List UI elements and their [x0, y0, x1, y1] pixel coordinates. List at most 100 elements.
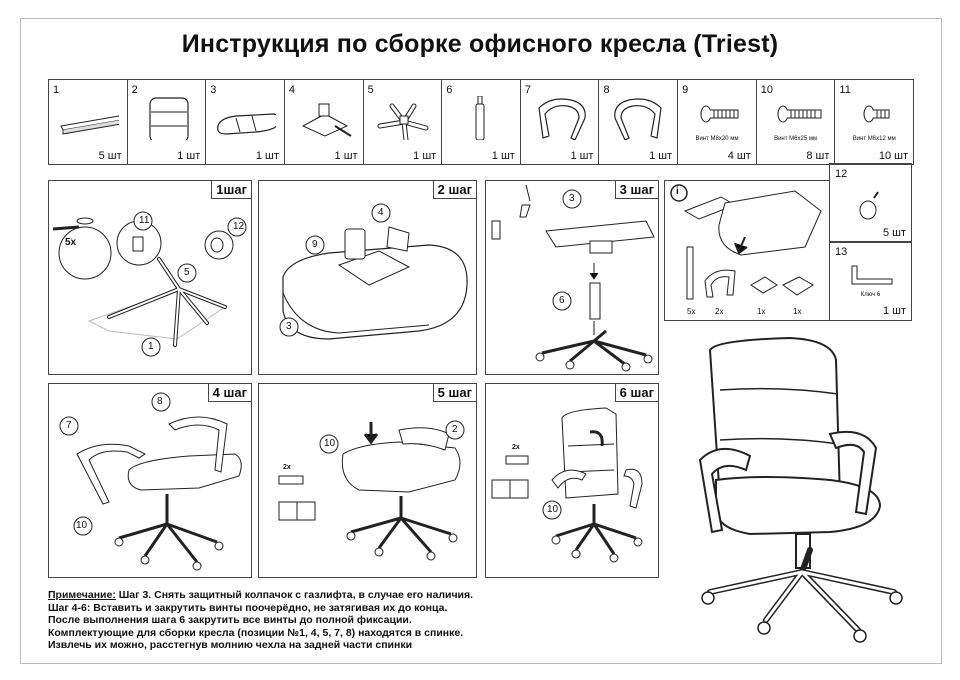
part-number: 7	[524, 84, 531, 96]
part-caption: Винт М6х12 мм	[852, 136, 896, 142]
step-1-panel: 11 12 5 1 5x 1шаг	[48, 180, 252, 375]
step-4-label: 4 шаг	[207, 384, 251, 402]
part-number: 9	[682, 84, 689, 96]
mechanism-icon	[301, 103, 352, 137]
step-3-illustration	[491, 184, 655, 372]
callout-7: 7	[66, 420, 72, 431]
caster-icon	[859, 191, 879, 220]
part-qty: 1 шт	[649, 150, 673, 162]
armrest-left-icon	[538, 98, 586, 140]
part-qty: 1 шт	[413, 150, 437, 162]
note-line-2: Шаг 4-6: Вставить и закрутить винты пооч…	[48, 601, 448, 614]
part-caption: Винт М8х20 мм	[695, 136, 739, 142]
step-3-panel: 3 6 3 шаг	[485, 180, 659, 375]
part-qty: 1 шт	[177, 150, 201, 162]
step-6-panel: 10 2x 6 шаг	[485, 383, 659, 578]
part-cell: 6 1 шт	[442, 80, 521, 164]
part-cell: 8 1 шт	[599, 80, 679, 164]
backrest-icon	[149, 97, 189, 140]
step-3-label: 3 шаг	[614, 181, 658, 199]
callout-4: 4	[378, 207, 384, 218]
screw-icon	[777, 105, 822, 123]
count-label: 1x	[757, 307, 766, 316]
part-number: 6	[446, 84, 453, 96]
part-number: 10	[760, 84, 774, 96]
part-qty: 1 шт	[570, 150, 594, 162]
part-qty: 1 шт	[255, 150, 279, 162]
count-label: 1x	[793, 307, 802, 316]
step-2-panel: 4 9 3 2 шаг	[258, 180, 477, 375]
note-line-4: Комплектующие для сборки кресла (позиции…	[48, 626, 464, 639]
info-panel: i 5x 2x 1x 1x	[664, 180, 830, 321]
callout-1: 1	[148, 341, 154, 352]
part-qty: 10 шт	[878, 150, 909, 162]
callout-10: 10	[324, 438, 336, 449]
callout-9: 9	[312, 239, 318, 250]
part-number: 2	[131, 84, 138, 96]
info-illustration	[670, 184, 822, 300]
part-qty: 1 шт	[491, 150, 515, 162]
rail-icon	[60, 115, 119, 135]
assembled-chair-illustration	[698, 336, 903, 643]
part-cell-12: 12 5 шт	[829, 163, 912, 243]
part-cell: 7 1 шт	[521, 80, 600, 164]
part-cell: 2 1 шт	[128, 80, 207, 164]
page-frame	[20, 18, 942, 664]
multiplier-label: 2x	[283, 464, 291, 471]
page-title: Инструкция по сборке офисного кресла (Tr…	[181, 30, 779, 58]
part-number: 12	[835, 168, 848, 180]
screw-icon	[700, 105, 739, 123]
callout-3: 3	[569, 193, 575, 204]
part-cell: 5 1 шт	[364, 80, 443, 164]
step-5-label: 5 шаг	[432, 384, 476, 402]
part-caption: Ключ 6	[860, 292, 881, 298]
part-cell: 1 5 шт	[49, 80, 128, 164]
note-line-1: Примечание: Шаг 3. Снять защитный колпач…	[48, 589, 473, 602]
step-6-label: 6 шаг	[614, 384, 658, 402]
callout-6: 6	[559, 295, 565, 306]
part-number: 1	[53, 84, 60, 96]
part-number: 5	[367, 84, 374, 96]
part-cell: 4 1 шт	[285, 80, 364, 164]
note-line-3: После выполнения шага 6 закрутить все ви…	[48, 614, 412, 626]
part-qty: 4 шт	[727, 150, 751, 162]
multiplier-label: 5x	[65, 237, 77, 248]
callout-2: 2	[452, 424, 458, 435]
callout-11: 11	[139, 215, 150, 226]
step-4-illustration	[59, 392, 242, 571]
callout-10: 10	[76, 520, 88, 531]
part-qty: 8 шт	[806, 150, 830, 162]
seat-icon	[217, 113, 277, 135]
part-number: 11	[839, 84, 851, 96]
gaslift-icon	[475, 96, 485, 140]
step-1-illustration	[52, 211, 247, 357]
count-label: 2x	[715, 307, 724, 316]
hex-key-icon	[851, 265, 893, 285]
parts-table: 1 5 шт 2 1 шт 3 1 шт 4 1 шт 5 1 шт 6 1 ш…	[48, 79, 914, 165]
part-cell-13: 13 Ключ 6 1 шт	[829, 241, 912, 321]
assembly-notes: Примечание: Шаг 3. Снять защитный колпач…	[48, 589, 473, 652]
note-text: Шаг 3. Снять защитный колпачок с газлифт…	[115, 589, 474, 601]
callout-8: 8	[157, 396, 163, 407]
screw-icon	[863, 105, 890, 123]
callout-12: 12	[233, 221, 245, 232]
note-heading: Примечание:	[48, 589, 116, 601]
step-5-panel: 10 2 2x 5 шаг	[258, 383, 477, 578]
part-cell: 10 Винт М6х25 мм 8 шт	[757, 80, 836, 164]
part-number: 4	[288, 84, 296, 96]
step-2-illustration	[279, 203, 468, 340]
part-cell: 3 1 шт	[206, 80, 285, 164]
callout-3: 3	[286, 321, 292, 332]
part-qty: 5 шт	[98, 150, 122, 162]
callout-5: 5	[184, 267, 190, 278]
step-1-label: 1шаг	[211, 181, 251, 199]
step-4-panel: 8 7 10 4 шаг	[48, 383, 252, 578]
part-qty: 1 шт	[334, 150, 358, 162]
part-qty: 5 шт	[882, 227, 906, 239]
note-line-5: Извлечь их можно, расстегнув молнию чехл…	[48, 639, 413, 651]
part-cell: 9 Винт М8х20 мм 4 шт	[678, 80, 757, 164]
info-icon: i	[676, 186, 679, 197]
step-5-illustration	[278, 420, 465, 561]
part-number: 3	[210, 84, 217, 96]
part-cell: 11 Винт М6х12 мм 10 шт	[835, 80, 913, 164]
